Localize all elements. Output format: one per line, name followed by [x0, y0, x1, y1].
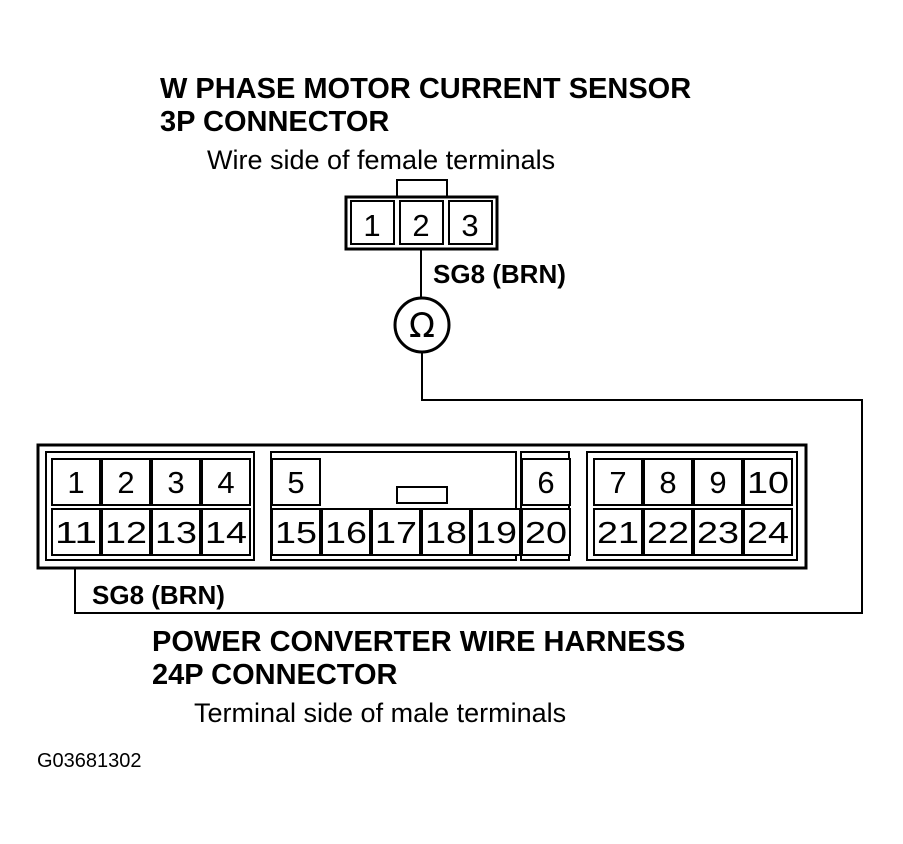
three-pin-connector: 1 2 3 [344, 179, 499, 251]
terminal-number: 4 [217, 465, 234, 500]
bottom-connector-title-line1: POWER CONVERTER WIRE HARNESS [152, 626, 685, 658]
terminal-number: 14 [205, 515, 247, 550]
bottom-connector-subtitle: Terminal side of male terminals [194, 698, 566, 728]
terminal-cell [201, 458, 251, 506]
terminal-cell [643, 508, 693, 556]
terminal-number: 1 [67, 465, 84, 500]
terminal-number: 10 [747, 465, 789, 500]
terminal-number: 21 [597, 515, 639, 550]
ohmmeter-icon: Ω [393, 296, 451, 354]
terminal-cell [743, 458, 793, 506]
terminal-number: 12 [105, 515, 147, 550]
terminal-cell [693, 508, 743, 556]
terminal-number: 3 [461, 208, 478, 243]
terminal-number: 2 [117, 465, 134, 500]
terminal-cell [421, 508, 471, 556]
terminal-cell [101, 508, 151, 556]
terminal-cell [350, 200, 395, 245]
terminal-cell [371, 508, 421, 556]
terminal-number: 15 [275, 515, 317, 550]
terminal-cell [51, 458, 101, 506]
top-connector-subtitle: Wire side of female terminals [207, 145, 555, 175]
terminal-cell [321, 508, 371, 556]
terminal-cell [471, 508, 521, 556]
figure-code: G03681302 [37, 750, 142, 772]
terminal-cell [448, 200, 493, 245]
terminal-number: 5 [287, 465, 304, 500]
wire-to-terminal-11 [74, 352, 863, 614]
terminal-cell [201, 508, 251, 556]
terminal-cell [271, 508, 321, 556]
terminal-cell [593, 508, 643, 556]
terminal-number: 1 [363, 208, 380, 243]
terminal-number: 23 [697, 515, 739, 550]
terminal-cell [151, 508, 201, 556]
terminal-cell [521, 508, 571, 556]
terminal-number: 17 [375, 515, 417, 550]
terminal-number: 16 [325, 515, 367, 550]
terminal-cell [593, 458, 643, 506]
terminal-cell [743, 508, 793, 556]
connector-lock-tab [396, 179, 448, 199]
terminal-number: 22 [647, 515, 689, 550]
top-connector-title-line1: W PHASE MOTOR CURRENT SENSOR [160, 73, 691, 105]
terminal-cell [101, 458, 151, 506]
terminal-number: 8 [659, 465, 676, 500]
terminal-cell [151, 458, 201, 506]
terminal-cell [643, 458, 693, 506]
terminal-number: 2 [412, 208, 429, 243]
connector-lock-tab [396, 486, 448, 504]
wire-label-bottom: SG8 (BRN) [92, 580, 225, 610]
terminal-number: 13 [155, 515, 197, 550]
terminal-number: 18 [425, 515, 467, 550]
terminal-cell [521, 458, 571, 506]
terminal-cell [51, 508, 101, 556]
terminal-number: 7 [609, 465, 626, 500]
terminal-number: 24 [747, 515, 789, 550]
terminal-number: 6 [537, 465, 554, 500]
terminal-number: 19 [475, 515, 517, 550]
terminal-number: 3 [167, 465, 184, 500]
wire-label-top: SG8 (BRN) [433, 259, 566, 289]
terminal-cell [399, 200, 444, 245]
top-connector-title-line2: 3P CONNECTOR [160, 106, 389, 138]
ohm-symbol: Ω [409, 306, 435, 346]
bottom-connector-title-line2: 24P CONNECTOR [152, 659, 398, 691]
terminal-number: 11 [55, 515, 97, 550]
terminal-number: 9 [709, 465, 726, 500]
terminal-cell [271, 458, 321, 506]
terminal-cell [693, 458, 743, 506]
terminal-number: 20 [525, 515, 567, 550]
